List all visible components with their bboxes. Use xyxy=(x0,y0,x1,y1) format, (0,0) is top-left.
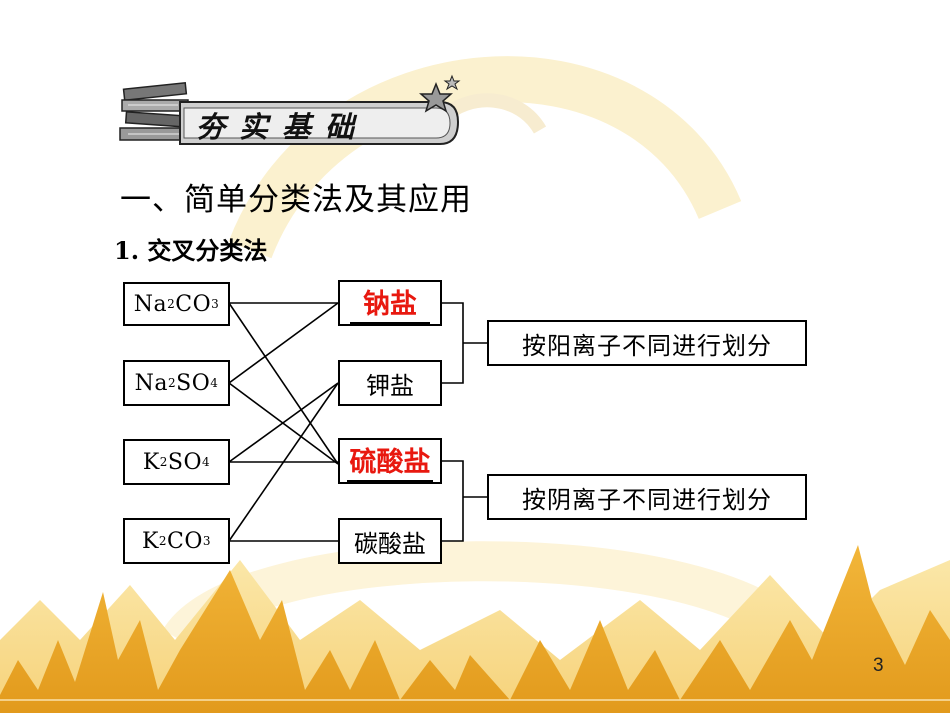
criterion-box-anion: 按阴离子不同进行划分 xyxy=(487,474,807,520)
books-icon xyxy=(119,81,190,141)
category-box-sulfate: 硫酸盐 xyxy=(338,438,442,484)
subsection-number: 1. xyxy=(114,236,140,265)
category-box-potassium-salt: 钾盐 xyxy=(338,360,442,406)
section-title: 一、简单分类法及其应用 xyxy=(120,182,472,218)
subsection-title: 1. 交叉分类法 xyxy=(114,231,267,266)
ribbon-shape xyxy=(179,101,460,145)
section-banner xyxy=(119,74,461,145)
category-box-carbonate: 碳酸盐 xyxy=(338,518,442,564)
category-box-sodium-salt: 钠盐 xyxy=(338,280,442,326)
mountain-front xyxy=(0,545,950,713)
banner-title: 夯实基础 xyxy=(196,110,369,144)
page-number: 3 xyxy=(873,655,884,676)
star-icon xyxy=(419,74,461,113)
watermark-arch xyxy=(228,56,742,259)
criterion-box-cation: 按阳离子不同进行划分 xyxy=(487,320,807,366)
subsection-label: 交叉分类法 xyxy=(147,237,268,265)
